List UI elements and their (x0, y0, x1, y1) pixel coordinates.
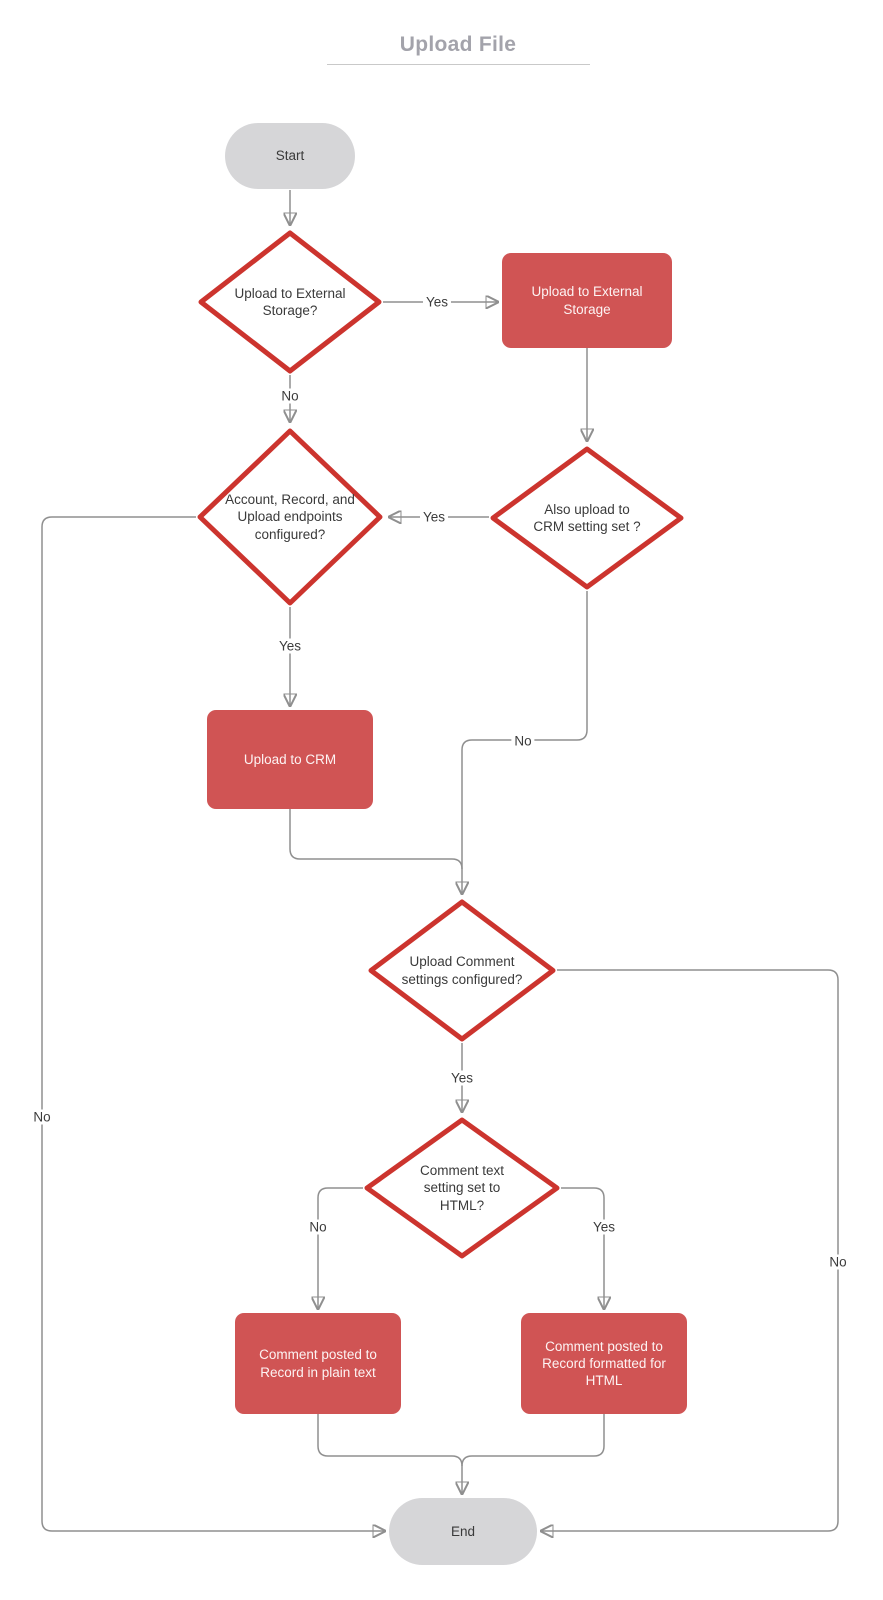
connector-uploadcrm-to-merge (289, 809, 463, 870)
edge-label-external-yes: Yes (422, 294, 452, 310)
node-also-upload-crm-question: Also upload to CRM setting set ? (489, 445, 685, 591)
node-upload-to-crm-label: Upload to CRM (243, 751, 337, 767)
node-upload-to-crm: Upload to CRM (207, 710, 373, 809)
node-endpoints-configured-question: Account, Record, and Upload endpoints co… (196, 427, 384, 607)
edge-label-also-crm-yes: Yes (419, 509, 449, 525)
connector-html-no (318, 1187, 363, 1308)
node-start-label: Start (275, 148, 305, 164)
title-underline (327, 64, 590, 65)
node-also-upload-crm-question-label: Also upload to CRM setting set ? (533, 501, 641, 534)
decision-diamond-shape (368, 899, 556, 1042)
connector-endpoints-no-rail (41, 516, 384, 1531)
connector-htmlbox-to-end (462, 1414, 605, 1493)
edge-label-endpoints-no: No (30, 1109, 54, 1125)
edge-label-comment-settings-yes: Yes (447, 1070, 477, 1086)
node-comment-settings-question-label: Upload Comment settings configured? (401, 954, 523, 987)
connector-plaintext-to-end (317, 1414, 463, 1467)
node-upload-external-question: Upload to External Storage? (197, 229, 383, 375)
node-comment-html-question-label: Comment text setting set to HTML? (419, 1163, 505, 1213)
node-comment-plain-text-label: Comment posted to Record in plain text (259, 1347, 377, 1380)
decision-diamond-shape (197, 428, 383, 606)
node-comment-plain-text: Comment posted to Record in plain text (235, 1313, 401, 1414)
decision-diamond-shape (198, 230, 382, 374)
edge-label-html-yes: Yes (589, 1219, 619, 1235)
node-upload-external-storage-label: Upload to External Storage (531, 284, 643, 317)
edge-label-endpoints-yes: Yes (275, 638, 305, 654)
decision-diamond-shape (490, 446, 684, 590)
node-comment-html-question: Comment text setting set to HTML? (363, 1116, 561, 1260)
node-endpoints-configured-question-label: Account, Record, and Upload endpoints co… (225, 492, 355, 542)
decision-diamond-shape (364, 1117, 560, 1259)
connector-commentsettings-no-rail (542, 969, 839, 1531)
node-comment-settings-question: Upload Comment settings configured? (367, 898, 557, 1043)
page-title: Upload File (399, 33, 517, 56)
node-comment-html-formatted-label: Comment posted to Record formatted for H… (542, 1338, 666, 1389)
node-end-label: End (450, 1523, 476, 1539)
node-end: End (389, 1498, 537, 1565)
node-start: Start (225, 123, 355, 189)
node-comment-html-formatted: Comment posted to Record formatted for H… (521, 1313, 687, 1414)
edge-label-external-no: No (278, 388, 302, 404)
node-upload-external-storage: Upload to External Storage (502, 253, 672, 348)
node-upload-external-question-label: Upload to External Storage? (234, 285, 346, 318)
edge-label-also-crm-no: No (511, 733, 535, 749)
edge-label-comment-settings-no: No (826, 1254, 850, 1270)
connector-html-yes (561, 1187, 604, 1308)
edge-label-html-no: No (306, 1219, 330, 1235)
